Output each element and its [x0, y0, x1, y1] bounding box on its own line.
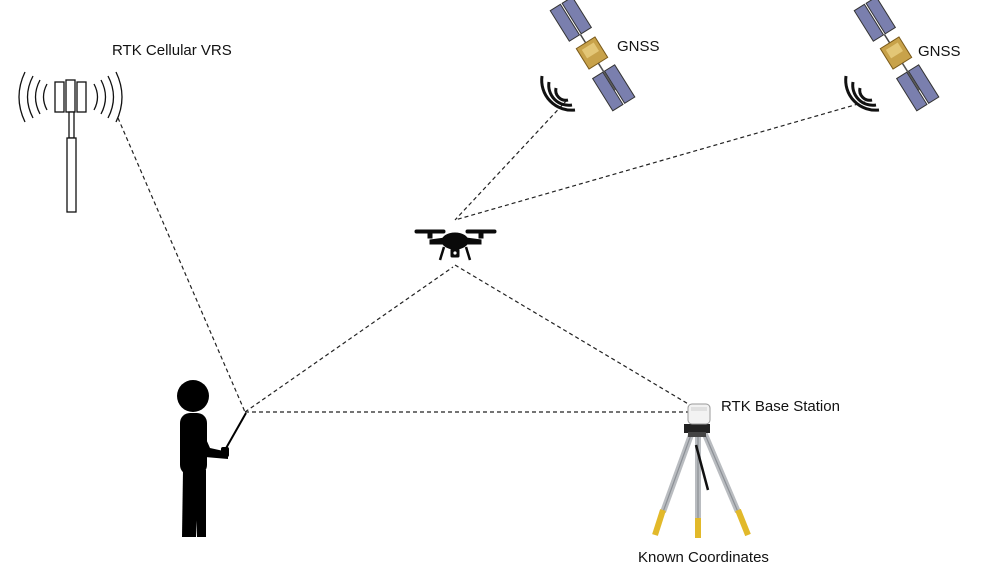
link-satellite1-drone	[454, 99, 568, 221]
label-cellular-vrs: RTK Cellular VRS	[112, 42, 232, 59]
label-gnss-2: GNSS	[918, 43, 961, 60]
tripod-icon	[652, 424, 751, 538]
signal-waves-icon	[844, 75, 880, 112]
drone-icon	[414, 229, 497, 261]
label-base-station: RTK Base Station	[721, 398, 840, 415]
link-tower-controller	[117, 117, 246, 413]
base-receiver-icon	[687, 403, 711, 425]
label-gnss-1: GNSS	[617, 38, 660, 55]
link-controller-drone	[244, 266, 454, 413]
cell-tower-icon	[18, 71, 123, 213]
satellite-icon	[853, 0, 940, 112]
label-known-coordinates: Known Coordinates	[638, 549, 769, 566]
signal-waves-icon	[540, 75, 576, 112]
satellite-icon	[549, 0, 636, 112]
links	[117, 99, 873, 413]
link-satellite2-drone	[454, 99, 873, 221]
link-drone-base	[454, 264, 691, 406]
operator-icon	[177, 380, 247, 537]
